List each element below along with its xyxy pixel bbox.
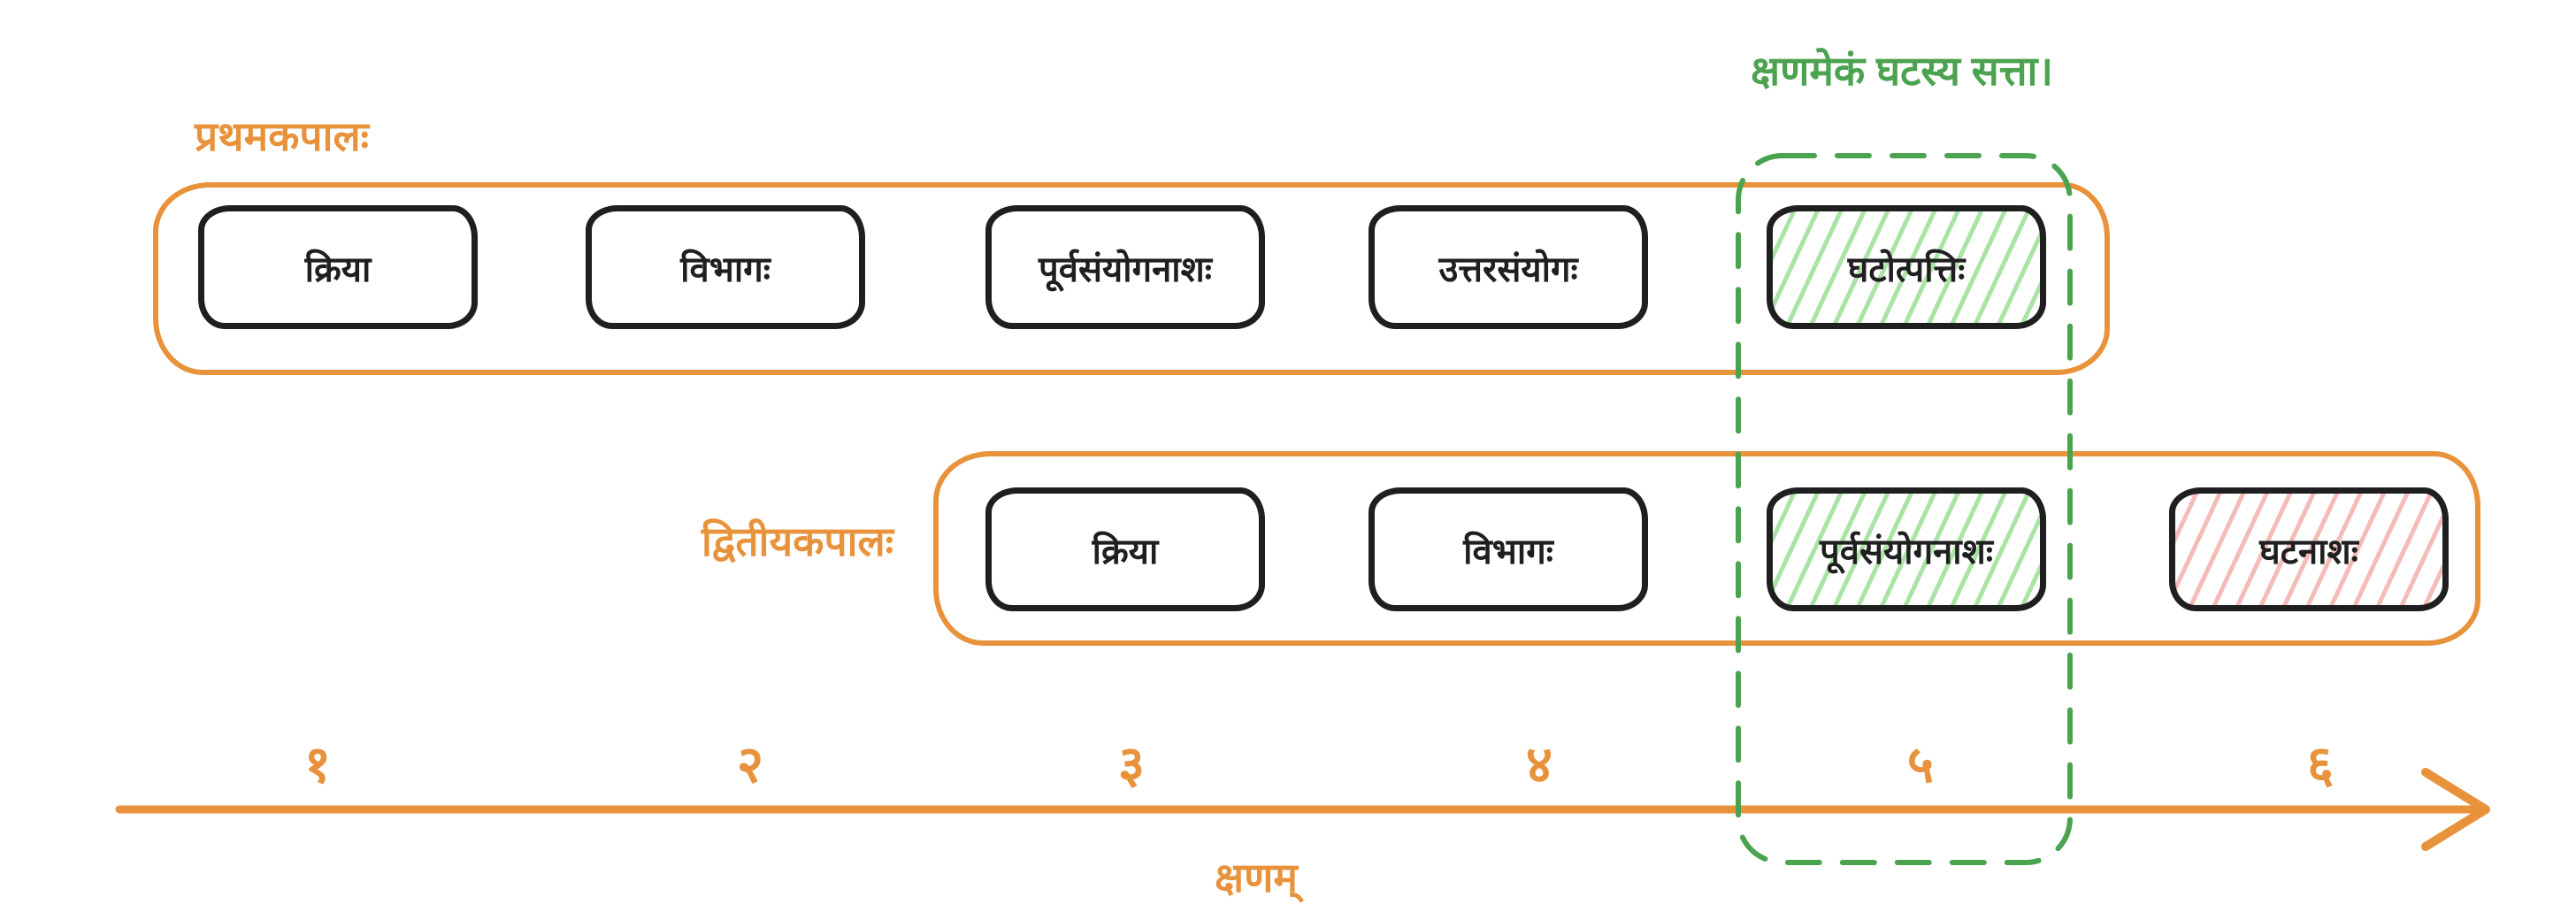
axis-tick-4: ४ xyxy=(1525,736,1553,794)
axis-tick-2: २ xyxy=(736,736,764,794)
timeline-arrowhead-icon xyxy=(2421,768,2490,851)
row1-box-vibhaga: विभागः xyxy=(586,205,865,329)
second-kapala-container xyxy=(933,451,2480,646)
row1-box-kriya: क्रिया xyxy=(198,205,478,329)
row1-box-ghatotpatti: घटोत्पत्तिः xyxy=(1767,205,2046,329)
axis-tick-3: ३ xyxy=(1117,736,1146,794)
first-kapala-label: प्रथमकपालः xyxy=(195,113,369,159)
first-kapala-container xyxy=(153,182,2110,375)
row2-box-purvasamyoganasha: पूर्वसंयोगनाशः xyxy=(1767,487,2046,611)
axis-title: क्षणम् xyxy=(1215,855,1298,901)
axis-tick-6: ६ xyxy=(2306,736,2334,794)
row2-box-ghatanasha: घटनाशः xyxy=(2169,487,2449,611)
row1-box-purvasamyoganasha: पूर्वसंयोगनाशः xyxy=(985,205,1265,329)
axis-tick-1: १ xyxy=(303,736,332,794)
axis-tick-5: ५ xyxy=(1906,736,1935,794)
row2-box-kriya: क्रिया xyxy=(985,487,1265,611)
row2-box-vibhaga: विभागः xyxy=(1368,487,1648,611)
second-kapala-label: द्वितीयकपालः xyxy=(701,518,893,564)
moment5-annotation: क्षणमेकं घटस्य सत्ता। xyxy=(1751,48,2053,94)
row1-box-uttarasamyoga: उत्तरसंयोगः xyxy=(1368,205,1648,329)
